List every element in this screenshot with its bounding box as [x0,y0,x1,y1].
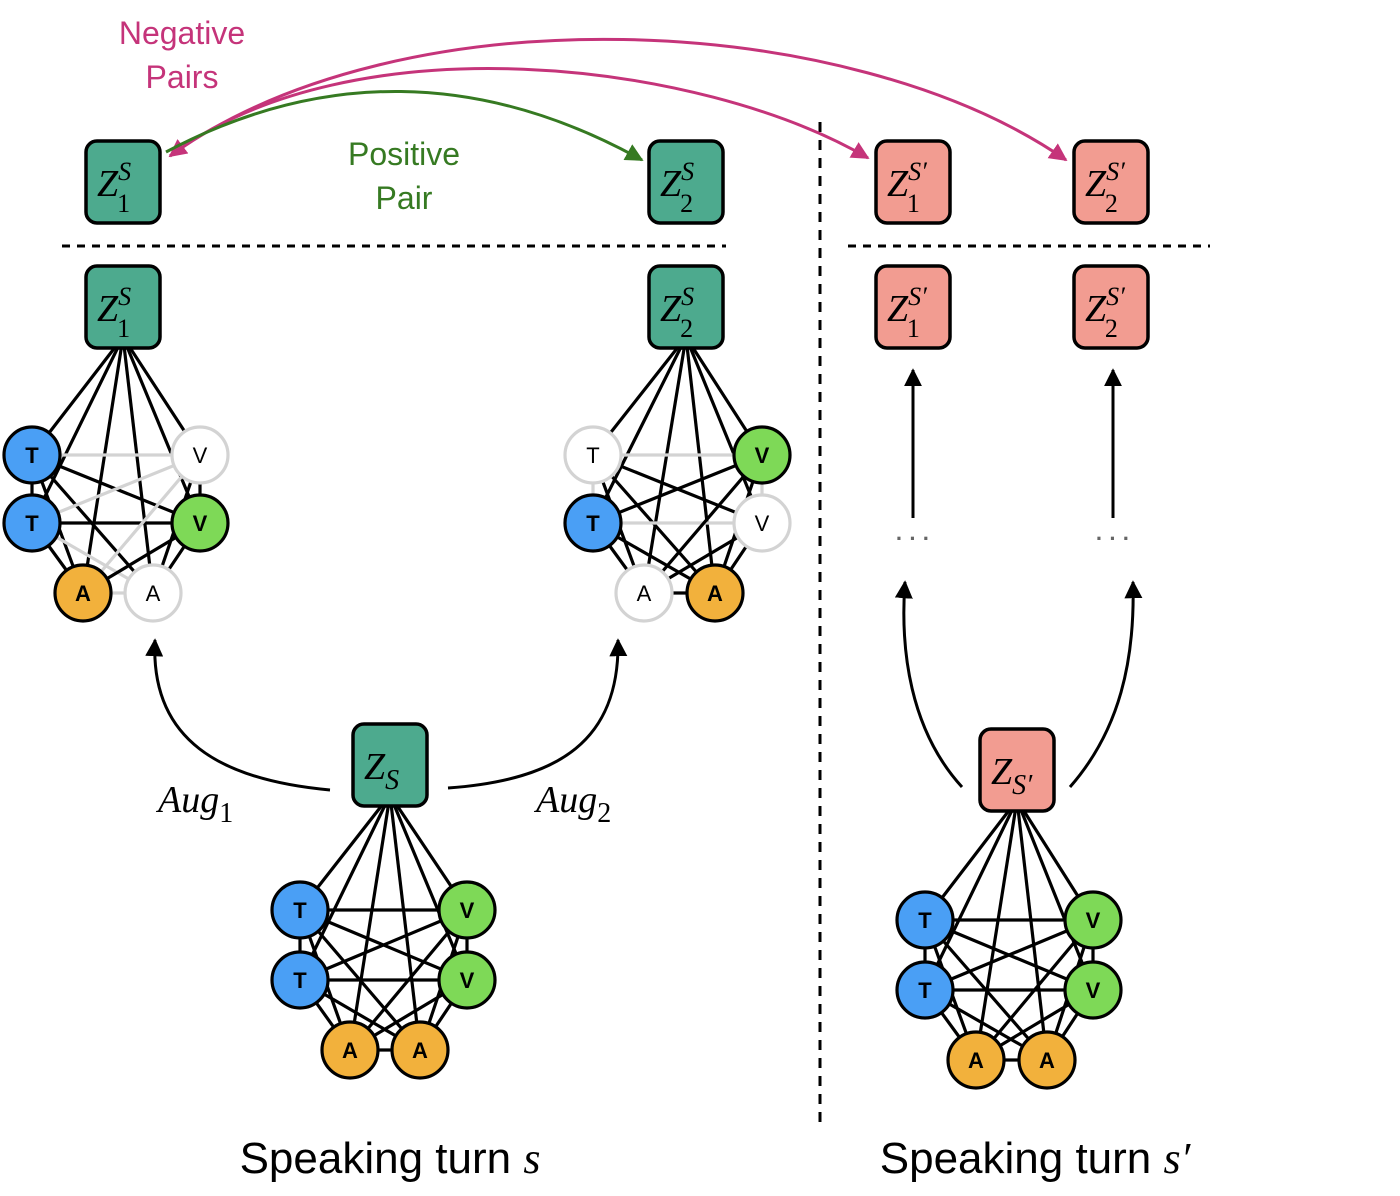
node-text: T [897,962,953,1018]
node-label: V [460,968,475,993]
node-label: A [968,1048,984,1073]
positive-pair-label-line1: Positive [348,136,460,172]
node-audio: A [1019,1032,1075,1088]
node-visual-masked: V [172,427,228,483]
node-audio-masked: A [616,565,672,621]
node-visual: V [172,495,228,551]
aug2-graph: T T V V A A [565,337,790,621]
node-visual: V [734,427,790,483]
node-visual: V [439,952,495,1008]
caption-turn-s-prime: Speaking turn s′ [880,1134,1192,1183]
sp-left-curve-arrow [904,582,962,787]
negative-pairs-label-line1: Negative [119,15,245,51]
node-label: A [146,581,161,606]
aug1-arrow [155,640,330,790]
node-label: A [412,1038,428,1063]
node-label: V [193,511,208,536]
node-label: V [1086,908,1101,933]
latent-box-z1sp-top: ZS′1 [876,141,950,223]
node-label: T [918,908,932,933]
sp-right-curve-arrow [1070,582,1133,787]
node-label: T [293,968,307,993]
node-text: T [272,882,328,938]
latent-box-z1s-graph: ZS1 [86,266,160,348]
node-label: A [75,581,91,606]
node-audio: A [55,565,111,621]
node-text: T [4,495,60,551]
node-label: T [25,511,39,536]
latent-box-zs-origin: ZS [353,724,427,806]
node-label: V [460,898,475,923]
negative-pairs-label-line2: Pairs [146,59,219,95]
node-audio: A [392,1022,448,1078]
node-text: T [4,427,60,483]
positive-pair-label-line2: Pair [376,180,433,216]
node-label: T [293,898,307,923]
node-label: A [342,1038,358,1063]
aug1-label: Aug1 [155,779,233,829]
latent-box-z2s-graph: ZS2 [649,266,723,348]
node-visual: V [1065,962,1121,1018]
node-text: T [897,892,953,948]
node-text: T [565,495,621,551]
latent-box-zsp-origin: ZS′ [980,729,1054,811]
node-audio: A [948,1032,1004,1088]
aug1-graph: T T V V A A [4,337,228,621]
caption-turn-s: Speaking turn s [240,1134,541,1183]
node-label: T [586,511,600,536]
node-label: V [755,443,770,468]
node-label: A [707,581,723,606]
node-audio-masked: A [125,565,181,621]
latent-box-z1sp-mid: ZS′1 [876,266,950,348]
node-label: T [586,443,599,468]
node-text-masked: T [565,427,621,483]
node-label: V [1086,978,1101,1003]
node-label: T [918,978,932,1003]
node-audio: A [687,565,743,621]
negative-pair-arrow-1 [170,69,868,158]
node-text: T [272,952,328,1008]
latent-box-z2sp-top: ZS′2 [1074,141,1148,223]
latent-box-z2sp-mid: ZS′2 [1074,266,1148,348]
ellipsis-left: · · · [896,526,930,551]
node-label: V [193,443,208,468]
aug2-label: Aug2 [533,779,611,829]
origin-s-graph: T T V V A A [272,795,495,1078]
node-visual: V [1065,892,1121,948]
node-visual-masked: V [734,495,790,551]
aug2-arrow [448,640,618,788]
graphs-layer: T T V V A A T T V V A A T T V V A A T T V V A A [4,337,1121,1088]
node-audio: A [322,1022,378,1078]
origin-sp-graph: T T V V A A [897,800,1121,1088]
node-label: V [755,511,770,536]
node-label: T [25,443,39,468]
node-label: A [637,581,652,606]
latent-box-z2s-top: ZS2 [649,141,723,223]
node-visual: V [439,882,495,938]
ellipsis-right: · · · [1096,526,1130,551]
node-label: A [1039,1048,1055,1073]
latent-box-z1s-top: ZS1 [86,141,160,223]
